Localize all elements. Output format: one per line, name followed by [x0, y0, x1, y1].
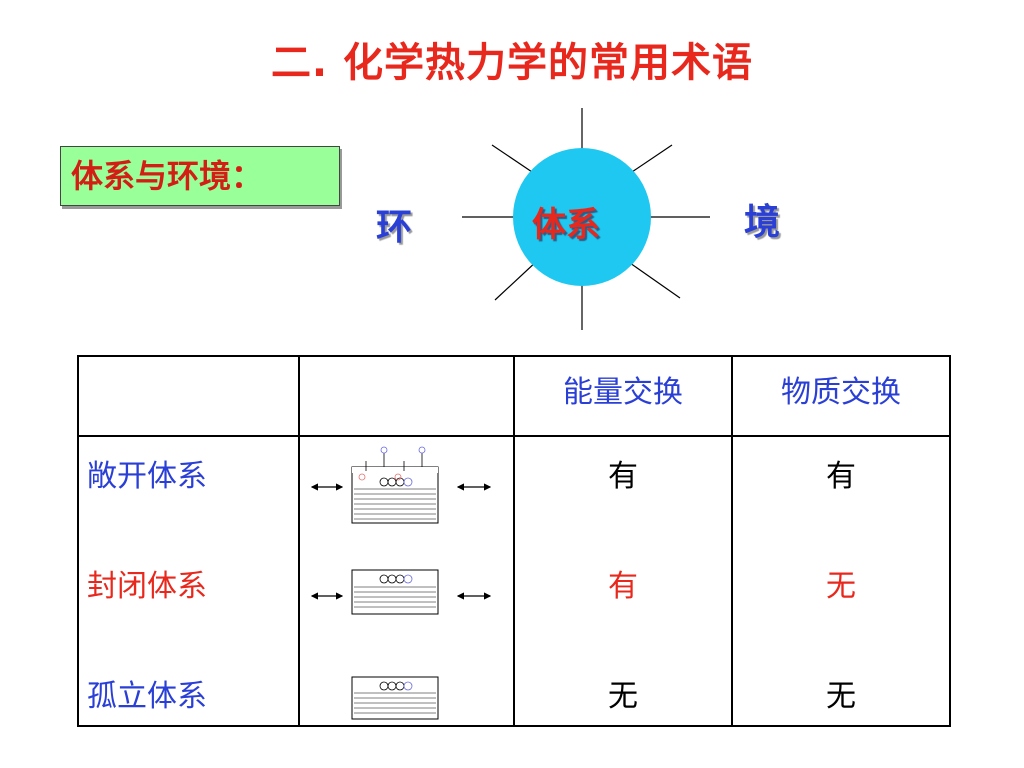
matter-closed: 无 [826, 569, 856, 604]
closed-system-diagram [310, 569, 492, 615]
header-cell-matter: 物质交换 [731, 355, 951, 437]
system-environment-diagram [462, 108, 710, 330]
header-cell-type [77, 355, 300, 437]
page-title: 二. 化学热力学的常用术语 [270, 40, 754, 86]
table-body-row: 敞开体系 封闭体系 孤立体系 [77, 435, 951, 727]
type-column: 敞开体系 封闭体系 孤立体系 [77, 435, 300, 727]
energy-closed: 有 [608, 569, 638, 604]
environment-label-right: 境 [744, 202, 781, 243]
diagram-column [298, 435, 515, 727]
ray-top-left [491, 144, 539, 177]
energy-open: 有 [608, 459, 638, 494]
system-types-table: 能量交换 物质交换 敞开体系 封闭体系 孤立体系 [77, 355, 951, 727]
matter-isolated: 无 [826, 679, 856, 714]
ray-bottom-right [629, 262, 681, 299]
energy-isolated: 无 [608, 679, 638, 714]
container-diagrams [310, 446, 492, 720]
table-header-row: 能量交换 物质交换 [77, 355, 951, 437]
type-isolated: 孤立体系 [87, 679, 207, 714]
ray-bottom-left [494, 259, 539, 301]
system-label: 体系 [532, 205, 600, 245]
type-closed: 封闭体系 [87, 569, 207, 604]
energy-column: 有 有 无 [513, 435, 733, 727]
header-cell-energy: 能量交换 [513, 355, 733, 437]
environment-label-left: 环 [376, 207, 413, 248]
header-cell-diagram [298, 355, 515, 437]
matter-open: 有 [826, 459, 856, 494]
section-label: 体系与环境： [60, 146, 340, 206]
isolated-system-diagram [351, 676, 439, 720]
ray-top-right [625, 144, 673, 177]
system-circle [513, 148, 651, 286]
open-system-diagram [310, 446, 492, 524]
matter-column: 有 无 无 [731, 435, 951, 727]
type-open: 敞开体系 [87, 459, 207, 494]
